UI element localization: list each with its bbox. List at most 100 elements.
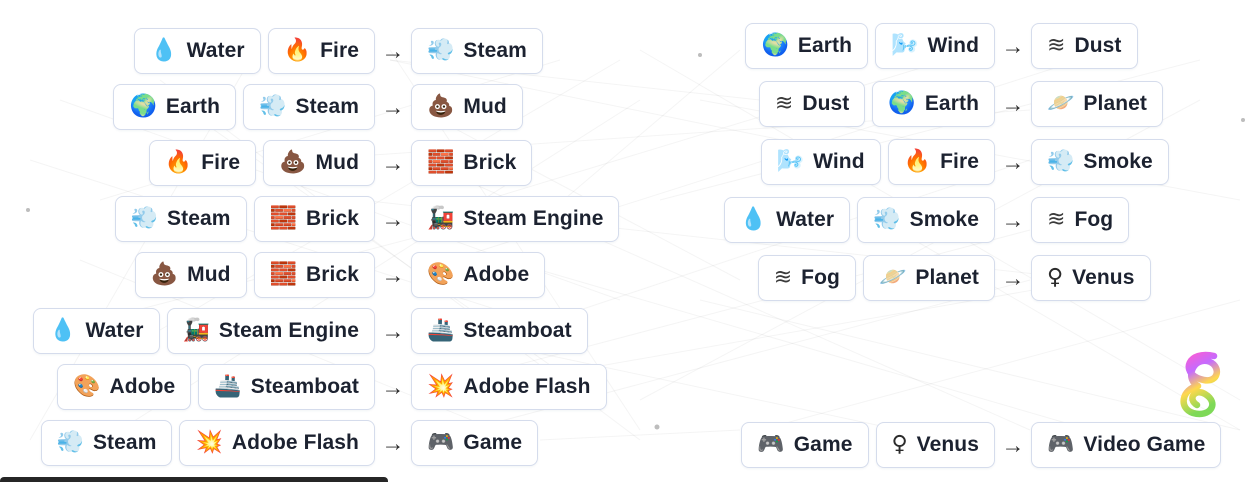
item-pill-steam-engine[interactable]: 🚂 Steam Engine: [411, 196, 620, 242]
item-pill-smoke[interactable]: 💨 Smoke: [857, 197, 995, 243]
dust-label: Dust: [1074, 34, 1122, 57]
item-pill-planet[interactable]: 🪐 Planet: [1031, 81, 1164, 127]
item-pill-water[interactable]: 💧 Water: [723, 197, 851, 243]
game-label: Game: [463, 431, 523, 454]
earth-icon: 🌍: [888, 91, 916, 116]
steam-icon: 💨: [259, 94, 287, 119]
adobe-flash-label: Adobe Flash: [463, 375, 591, 398]
recipe-row: 💨 Steam 💥 Adobe Flash → 🎮 Game: [10, 420, 619, 466]
item-pill-adobe-flash[interactable]: 💥 Adobe Flash: [411, 364, 607, 410]
recipe-row: 💨 Steam 🧱 Brick → 🚂 Steam Engine: [10, 196, 620, 242]
item-pill-mud[interactable]: 💩 Mud: [134, 252, 247, 298]
item-pill-smoke[interactable]: 💨 Smoke: [1031, 139, 1169, 185]
bottom-bar: [0, 477, 388, 482]
mud-icon: 💩: [279, 150, 307, 175]
steamboat-icon: 🚢: [214, 374, 242, 399]
item-pill-wind[interactable]: 🌬️ Wind: [760, 139, 881, 185]
recipe-inputs: 🎨 Adobe 🚢 Steamboat: [10, 364, 375, 410]
venus-label: Venus: [916, 433, 979, 456]
fog-label: Fog: [1074, 208, 1114, 231]
mud-label: Mud: [315, 151, 359, 174]
arrow-icon: →: [1001, 431, 1025, 458]
steamboat-label: Steamboat: [463, 319, 572, 342]
recipe-inputs: 💩 Mud 🧱 Brick: [10, 252, 375, 298]
item-pill-fire[interactable]: 🔥 Fire: [148, 140, 257, 186]
recipe-row: 💧 Water 🚂 Steam Engine → 🚢 Steamboat: [10, 308, 619, 354]
venus-icon: ♀: [891, 432, 908, 457]
arrow-icon: →: [381, 205, 405, 232]
item-pill-brick[interactable]: 🧱 Brick: [253, 252, 375, 298]
steam-icon: 💨: [56, 430, 84, 455]
arrow-icon: →: [1001, 32, 1025, 59]
recipe-inputs: 🌬️ Wind 🔥 Fire: [730, 139, 995, 185]
dust-label: Dust: [802, 92, 850, 115]
item-pill-game[interactable]: 🎮 Game: [411, 420, 539, 466]
item-pill-fire[interactable]: 🔥 Fire: [267, 28, 375, 74]
item-pill-adobe-flash[interactable]: 💥 Adobe Flash: [179, 420, 375, 466]
recipe-inputs: 🌍 Earth 🌬️ Wind: [730, 23, 995, 69]
item-pill-steam[interactable]: 💨 Steam: [40, 420, 173, 466]
fire-icon: 🔥: [903, 149, 932, 174]
arrow-icon: →: [1001, 206, 1025, 233]
earth-label: Earth: [797, 34, 853, 57]
item-pill-dust[interactable]: ≋ Dust: [1031, 23, 1138, 69]
water-icon: 💧: [49, 318, 77, 343]
fog-icon: ≋: [773, 265, 793, 290]
item-pill-steam[interactable]: 💨 Steam: [114, 196, 247, 242]
item-pill-venus[interactable]: ♀ Venus: [875, 422, 995, 468]
item-pill-mud[interactable]: 💩 Mud: [263, 140, 375, 186]
video-game-icon: 🎮: [1047, 432, 1075, 457]
water-icon: 💧: [739, 207, 768, 232]
recipe-inputs: ≋ Dust 🌍 Earth: [730, 81, 995, 127]
item-pill-planet[interactable]: 🪐 Planet: [862, 255, 995, 301]
item-pill-earth[interactable]: 🌍 Earth: [113, 84, 237, 130]
recipe-row: 🎨 Adobe 🚢 Steamboat → 💥 Adobe Flash: [10, 364, 619, 410]
item-pill-steam[interactable]: 💨 Steam: [411, 28, 543, 74]
arrow-icon: →: [381, 261, 405, 288]
brick-label: Brick: [305, 207, 359, 230]
item-pill-fog[interactable]: ≋ Fog: [757, 255, 856, 301]
water-label: Water: [776, 208, 835, 231]
recipe-row: 💧 Water 🔥 Fire → 💨 Steam: [10, 28, 619, 74]
item-pill-game[interactable]: 🎮 Game: [741, 422, 869, 468]
recipe-row: ≋ Dust 🌍 Earth → 🪐 Planet: [730, 81, 1221, 127]
arrow-icon: →: [1001, 90, 1025, 117]
smoke-icon: 💨: [873, 207, 901, 232]
recipe-row: 🌍 Earth 💨 Steam → 💩 Mud: [10, 84, 619, 130]
adobe-icon: 🎨: [427, 262, 455, 287]
brick-icon: 🧱: [427, 150, 455, 175]
item-pill-adobe[interactable]: 🎨 Adobe: [411, 252, 546, 298]
recipe-inputs: 🔥 Fire 💩 Mud: [10, 140, 375, 186]
item-pill-brick[interactable]: 🧱 Brick: [411, 140, 533, 186]
item-pill-dust[interactable]: ≋ Dust: [758, 81, 866, 127]
item-pill-earth[interactable]: 🌍 Earth: [872, 81, 995, 127]
item-pill-steam[interactable]: 💨 Steam: [243, 84, 375, 130]
water-label: Water: [85, 319, 144, 342]
item-pill-brick[interactable]: 🧱 Brick: [253, 196, 375, 242]
adobe-icon: 🎨: [73, 374, 101, 399]
item-pill-earth[interactable]: 🌍 Earth: [745, 23, 869, 69]
recipe-row: 🌬️ Wind 🔥 Fire → 💨 Smoke: [730, 139, 1221, 185]
fire-label: Fire: [940, 150, 979, 173]
item-pill-steam-engine[interactable]: 🚂 Steam Engine: [166, 308, 375, 354]
item-pill-steamboat[interactable]: 🚢 Steamboat: [411, 308, 588, 354]
item-pill-adobe[interactable]: 🎨 Adobe: [57, 364, 192, 410]
item-pill-video-game[interactable]: 🎮 Video Game: [1031, 422, 1222, 468]
item-pill-water[interactable]: 💧 Water: [33, 308, 160, 354]
item-pill-venus[interactable]: ♀ Venus: [1031, 255, 1151, 301]
item-pill-fog[interactable]: ≋ Fog: [1031, 197, 1130, 243]
game-icon: 🎮: [427, 430, 455, 455]
mud-label: Mud: [187, 263, 231, 286]
dust-icon: ≋: [774, 91, 794, 116]
item-pill-mud[interactable]: 💩 Mud: [411, 84, 523, 130]
recipe-row: ≋ Fog 🪐 Planet → ♀ Venus: [730, 255, 1221, 301]
adobe-label: Adobe: [109, 375, 176, 398]
item-pill-fire[interactable]: 🔥 Fire: [887, 139, 995, 185]
item-pill-steamboat[interactable]: 🚢 Steamboat: [198, 364, 375, 410]
steam-engine-label: Steam Engine: [218, 319, 359, 342]
fire-label: Fire: [320, 39, 359, 62]
item-pill-water[interactable]: 💧 Water: [134, 28, 261, 74]
smoke-label: Smoke: [909, 208, 979, 231]
steam-engine-icon: 🚂: [427, 206, 455, 231]
item-pill-wind[interactable]: 🌬️ Wind: [875, 23, 995, 69]
